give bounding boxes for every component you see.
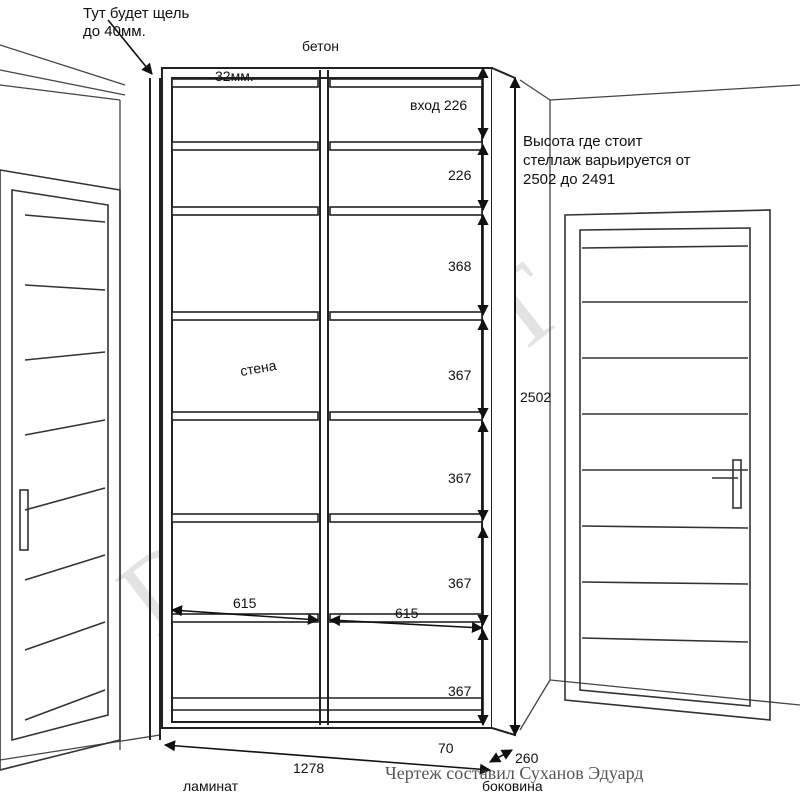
ceiling-label: бетон [302, 38, 339, 54]
dim-h2: 226 [448, 167, 472, 183]
shelf-board [171, 411, 319, 421]
shelf-board [171, 78, 319, 88]
shelf-board [171, 141, 319, 151]
left-door [0, 169, 121, 771]
shelf-board [329, 141, 483, 151]
shelf-board [329, 513, 483, 523]
shelf-board [329, 311, 483, 321]
dim-width-left: 615 [233, 595, 257, 611]
author-credit: Чертеж составил Суханов Эдуард [385, 763, 644, 783]
dim-h4: 367 [448, 367, 472, 383]
dimension-lines [107, 19, 521, 775]
dim-depth: 260 [515, 750, 539, 766]
gap-note: Тут будет щель до 40мм. [83, 5, 190, 40]
height-note: Высота где стоит стеллаж варьируется от … [523, 133, 691, 188]
dim-plinth: 70 [438, 740, 454, 756]
shelf-board [329, 206, 483, 216]
floor-label: ламинат [183, 778, 239, 794]
plinth [172, 697, 482, 711]
dim-total-width: 1278 [293, 760, 325, 776]
dim-h3: 368 [448, 258, 472, 274]
dim-total-height: 2502 [520, 389, 552, 405]
shelf-board [329, 78, 483, 88]
dim-h6: 367 [448, 575, 472, 591]
dim-entrance: вход 226 [410, 97, 468, 113]
shelf-board [329, 411, 483, 421]
side-wall-edge [149, 78, 161, 740]
dim-width-right: 615 [395, 605, 419, 621]
shelf-board [171, 513, 319, 523]
thickness-label: 32мм. [215, 68, 254, 84]
shelf-board [171, 311, 319, 321]
shelf-board [171, 206, 319, 216]
side-label: боковина [482, 778, 543, 794]
dim-h7: 367 [448, 683, 472, 699]
right-door [564, 209, 771, 721]
dim-h5: 367 [448, 470, 472, 486]
